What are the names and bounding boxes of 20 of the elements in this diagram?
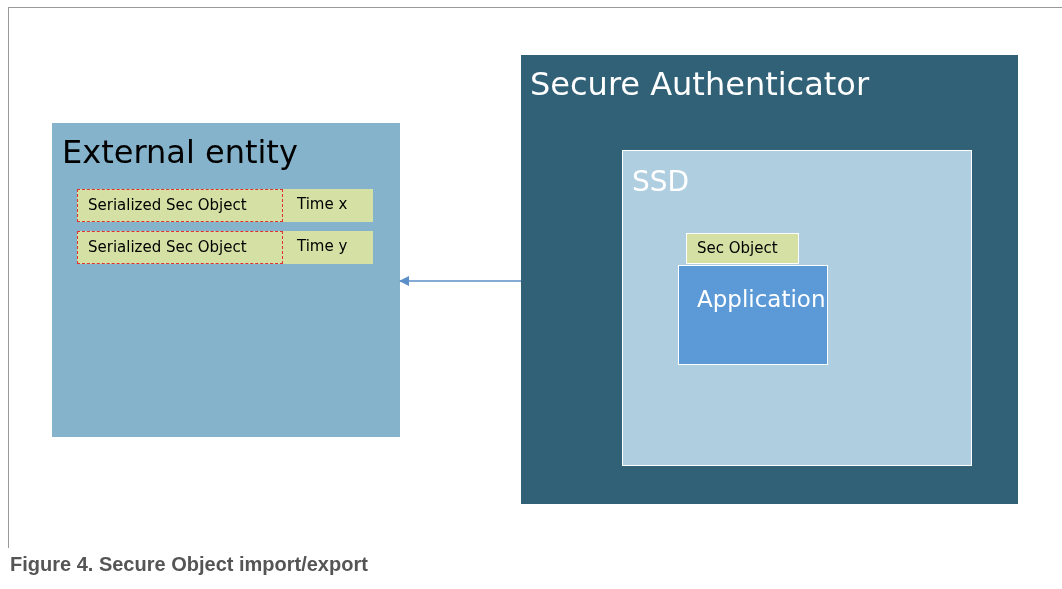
node-label: Secure Authenticator bbox=[530, 65, 870, 103]
node-label: Sec Object bbox=[697, 239, 778, 257]
arrow bbox=[399, 276, 522, 286]
serialized-object-box bbox=[77, 189, 283, 222]
figure-caption: Figure 4. Secure Object import/export bbox=[10, 553, 368, 576]
entity-panel bbox=[52, 123, 400, 437]
domain-panel bbox=[622, 150, 972, 466]
node-label: Serialized Sec Object bbox=[88, 238, 247, 256]
timestamp-box bbox=[283, 231, 373, 264]
application-box bbox=[678, 265, 828, 365]
node-label: Time x bbox=[297, 195, 348, 213]
serialized-object-box bbox=[77, 231, 283, 264]
node-label: Time y bbox=[297, 237, 348, 255]
node-label: SSD bbox=[632, 165, 690, 198]
node-label: Application bbox=[697, 286, 826, 312]
object-box bbox=[686, 233, 799, 264]
node-label: Serialized Sec Object bbox=[88, 196, 247, 214]
node-label: External entity bbox=[62, 133, 298, 171]
timestamp-box bbox=[283, 189, 373, 222]
authenticator-panel bbox=[521, 55, 1018, 504]
